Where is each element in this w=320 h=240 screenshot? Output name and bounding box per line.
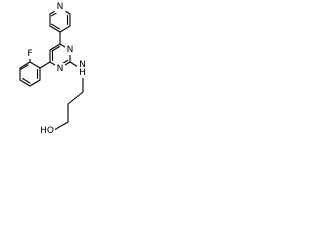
bond (51, 45, 61, 52)
fluorine-label: F (27, 49, 32, 59)
amine-hydrogen-label: H (79, 68, 86, 78)
bond (49, 25, 61, 33)
atom-labels: N N N F N H HO (25, 2, 88, 137)
bond (49, 43, 61, 51)
bond (19, 61, 31, 69)
amine-nitrogen-label: N (79, 60, 86, 70)
bond (53, 121, 69, 131)
pyrimidine-nitrogen-label-top: N (67, 45, 74, 55)
hydroxyl-label: HO (40, 126, 54, 136)
bond (29, 79, 41, 87)
bond (39, 61, 51, 69)
bond (67, 91, 84, 105)
pyridine-ring (49, 7, 71, 33)
pyridine-nitrogen-label: N (57, 2, 64, 12)
bond (19, 79, 31, 87)
bond (50, 23, 61, 30)
pyrimidine-nitrogen-label-bottom: N (57, 64, 64, 74)
structure-diagram: N N N F N H HO (19, 2, 88, 137)
bond (59, 25, 71, 33)
bond (21, 77, 31, 84)
propanol-chain (53, 61, 84, 131)
bond (69, 61, 79, 68)
fluorophenyl-ring (19, 53, 51, 87)
bond (29, 61, 41, 69)
bond (20, 64, 29, 70)
